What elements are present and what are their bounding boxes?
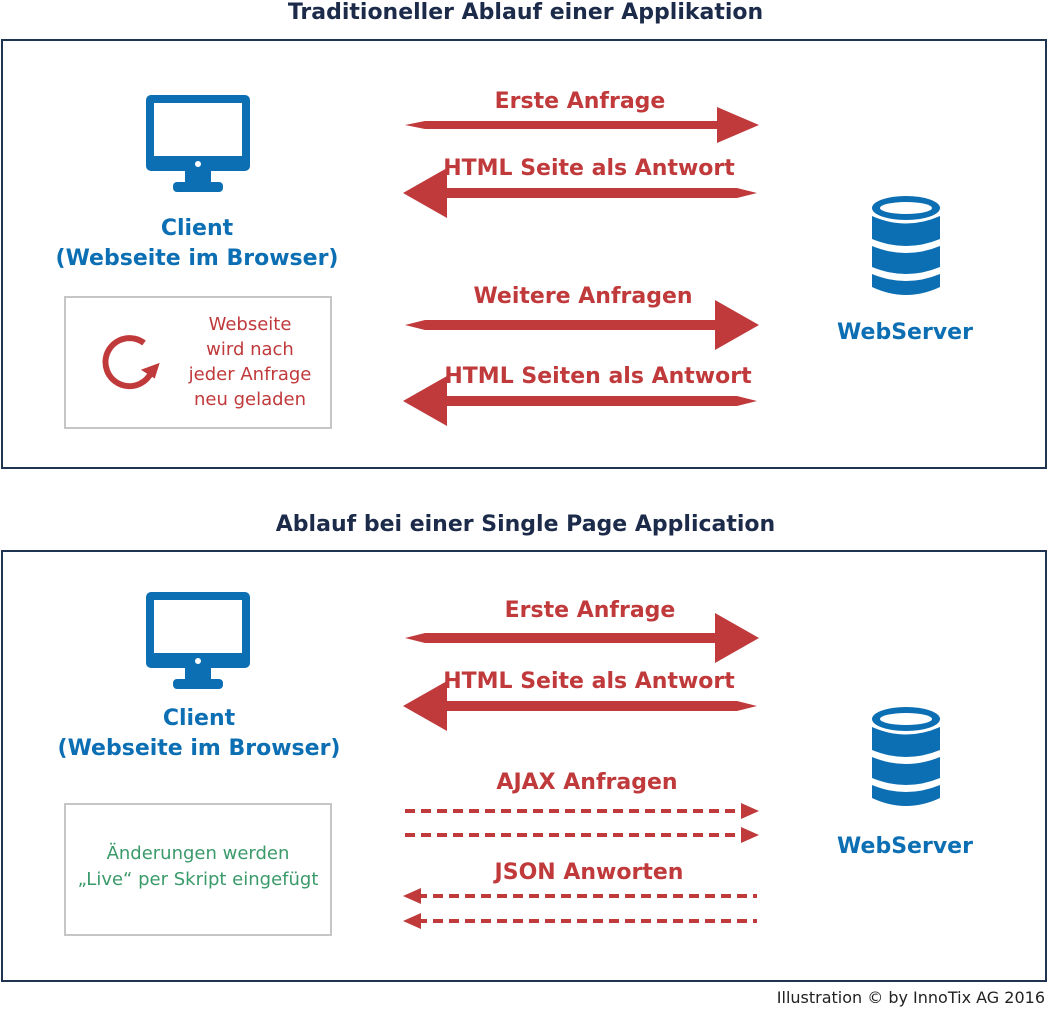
dashed-arrow-right-icon xyxy=(405,803,759,843)
arrow-label-weitere-anfragen: Weitere Anfragen xyxy=(473,284,693,309)
client-label-line2: (Webseite im Browser) xyxy=(55,246,339,271)
monitor-icon xyxy=(146,592,250,689)
arrow-right-icon xyxy=(405,613,759,663)
arrow-left-icon xyxy=(403,168,757,218)
traditional-title: Traditioneller Ablauf einer Applikation xyxy=(287,0,764,25)
reload-note-box xyxy=(64,296,332,429)
arrow-right-icon xyxy=(405,300,759,350)
note-line: jeder Anfrage xyxy=(188,364,312,385)
live-note-box xyxy=(64,803,332,936)
webserver-label: WebServer xyxy=(837,320,973,345)
arrow-left-icon xyxy=(403,681,757,731)
spa-frame xyxy=(1,550,1047,982)
illustration-credit: Illustration © by InnoTix AG 2016 xyxy=(776,988,1045,1007)
client-label: Client (Webseite im Browser) xyxy=(47,214,347,274)
client-label: Client (Webseite im Browser) xyxy=(49,704,349,764)
arrow-label-html-seite-antwort: HTML Seite als Antwort xyxy=(443,156,735,181)
arrow-label-ajax-anfragen: AJAX Anfragen xyxy=(496,770,678,795)
reload-icon xyxy=(102,335,160,390)
client-label-line2: (Webseite im Browser) xyxy=(57,736,341,761)
arrow-left-icon xyxy=(403,376,757,426)
database-icon xyxy=(872,196,940,295)
client-label-line1: Client xyxy=(162,706,236,731)
live-note-text: Änderungen werden „Live“ per Skript eing… xyxy=(66,841,330,893)
arrow-label-erste-anfrage: Erste Anfrage xyxy=(494,89,666,114)
database-icon xyxy=(872,707,940,806)
arrow-label-html-seiten-antwort: HTML Seiten als Antwort xyxy=(444,364,752,389)
arrow-label-json-anworten: JSON Anworten xyxy=(494,860,684,885)
client-label-line1: Client xyxy=(160,216,234,241)
reload-note-text: Webseite wird nach jeder Anfrage neu gel… xyxy=(170,312,330,412)
dashed-arrow-left-icon xyxy=(403,888,757,929)
webserver-label: WebServer xyxy=(837,834,973,859)
monitor-icon xyxy=(146,95,250,192)
traditional-frame xyxy=(1,39,1047,469)
arrow-label-html-seite-antwort: HTML Seite als Antwort xyxy=(443,669,735,694)
arrow-label-erste-anfrage: Erste Anfrage xyxy=(504,598,676,623)
note-line: wird nach xyxy=(206,339,294,360)
note-line: Änderungen werden xyxy=(106,843,290,864)
arrow-right-icon xyxy=(405,107,759,143)
note-line: neu geladen xyxy=(193,389,307,410)
note-line: „Live“ per Skript eingefügt xyxy=(77,869,319,890)
spa-title: Ablauf bei einer Single Page Application xyxy=(275,512,776,537)
note-line: Webseite xyxy=(208,314,292,335)
